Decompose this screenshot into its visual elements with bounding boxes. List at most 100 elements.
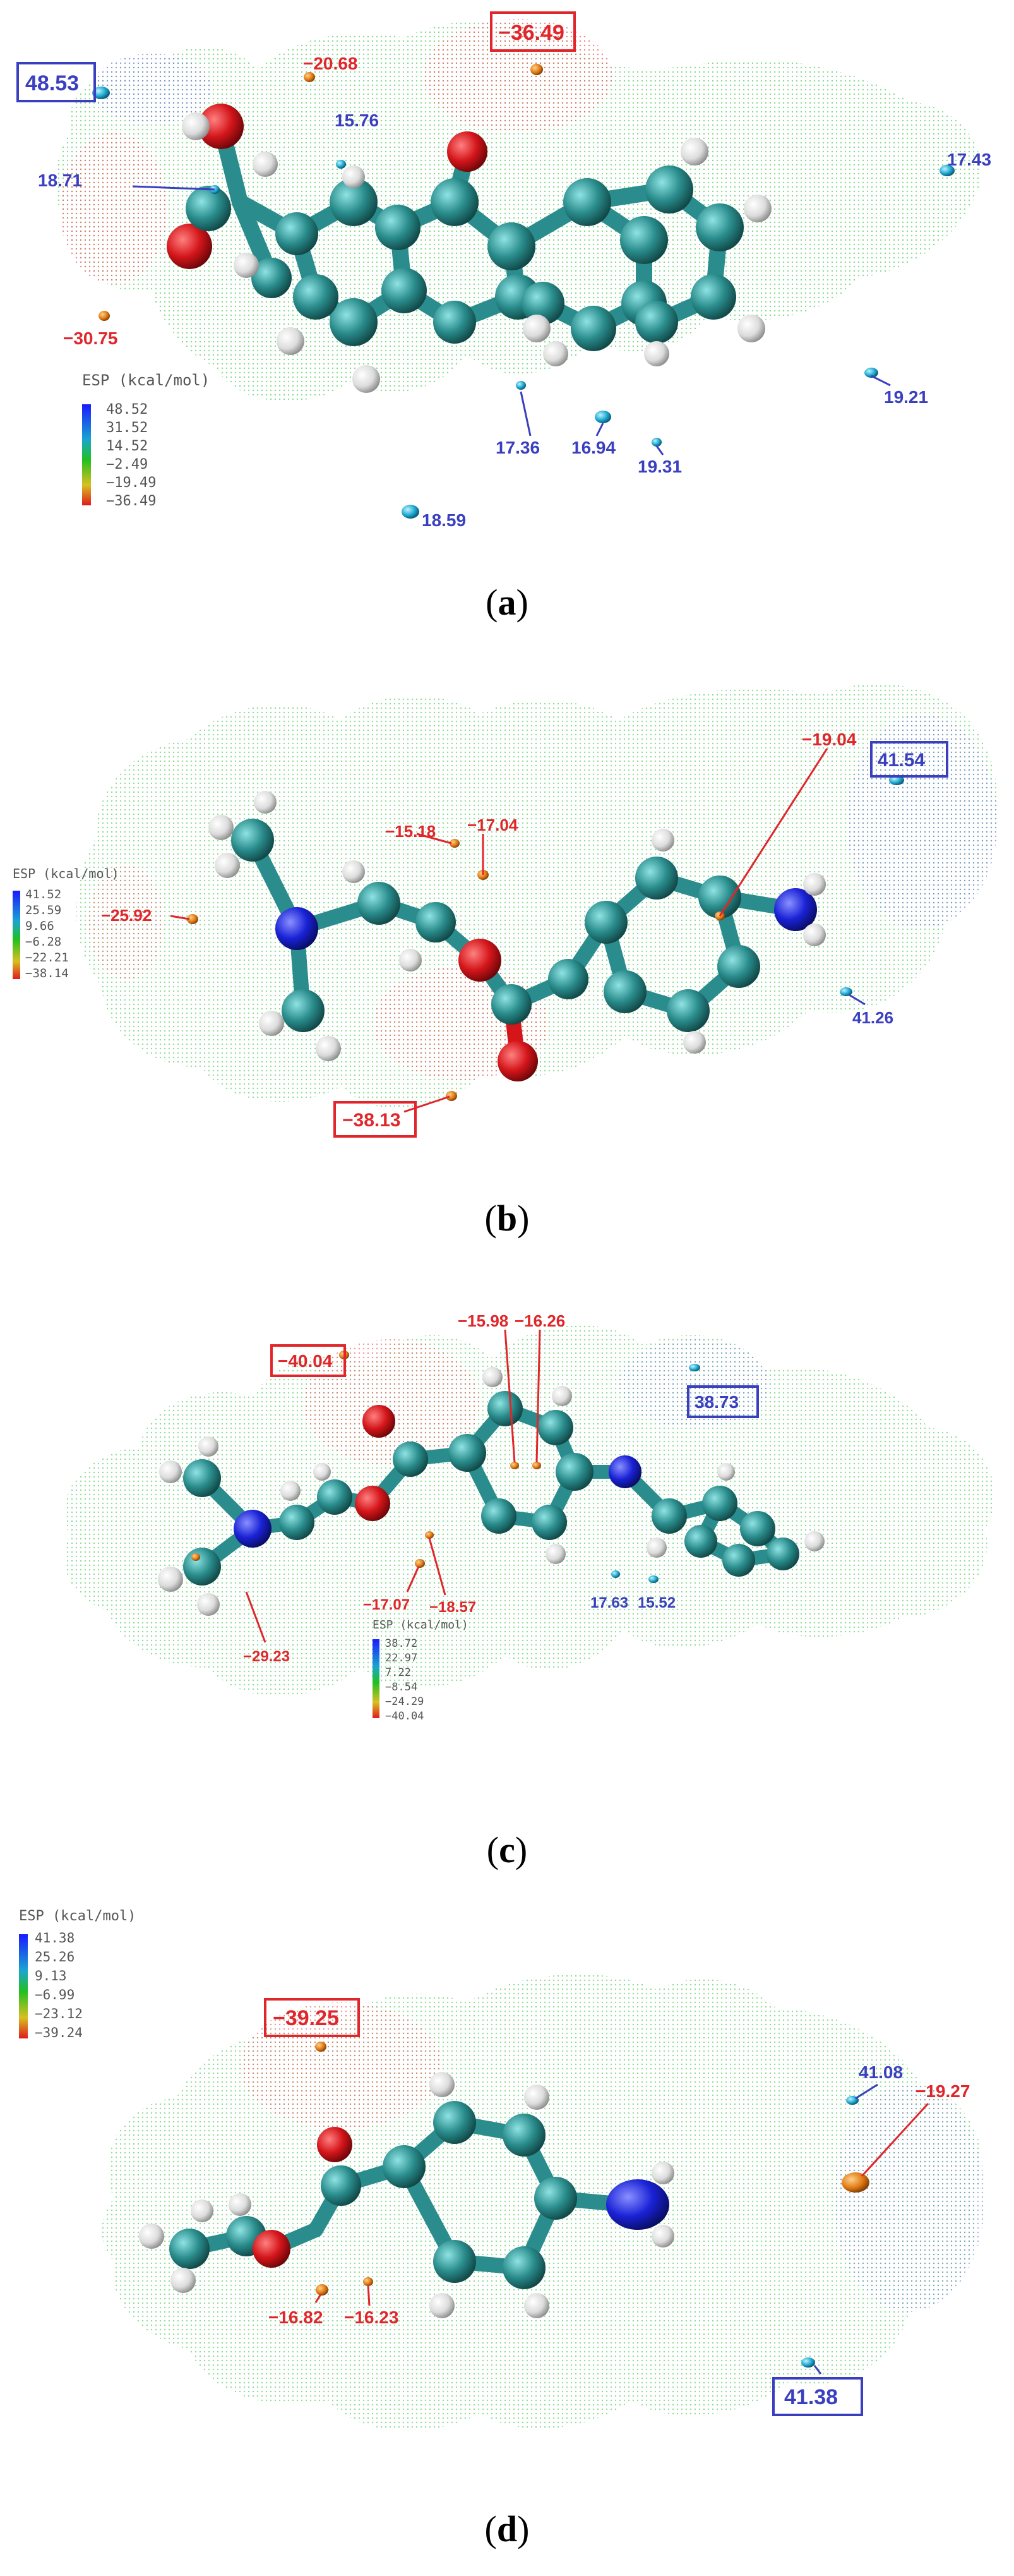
- label-max: 15.76: [335, 111, 379, 130]
- label-min: −38.13: [342, 1110, 401, 1131]
- legend-tick: 25.59: [25, 903, 61, 917]
- panel-b: −19.04 41.54 −15.18 −17.04 −25.92 41.26 …: [0, 632, 1014, 1263]
- extrema-labels: −19.04 41.54 −15.18 −17.04 −25.92 41.26 …: [101, 730, 925, 1131]
- molecule-atoms: [139, 2072, 674, 2318]
- legend-tick: 22.97: [385, 1652, 417, 1664]
- legend-tick: 9.13: [35, 1968, 67, 1983]
- label-min: −16.23: [344, 2308, 398, 2327]
- label-min: −19.27: [916, 2081, 970, 2101]
- molecule-atoms: [167, 104, 772, 393]
- extrema-labels: −15.98 −16.26 −40.04 38.73 −17.07 −18.57…: [243, 1311, 739, 1665]
- legend-tick: −38.14: [25, 966, 69, 980]
- esp-surface-positive: [846, 714, 998, 929]
- molecule-atoms: [208, 791, 826, 1081]
- label-max: 41.38: [784, 2385, 838, 2409]
- esp-legend: ESP (kcal/mol) 48.52 31.52 14.52 −2.49 −…: [82, 371, 210, 509]
- label-min: −17.04: [467, 816, 518, 834]
- esp-surface-negative: [88, 865, 164, 979]
- label-max: 16.94: [571, 438, 616, 457]
- legend-tick: 25.26: [35, 1949, 75, 1965]
- legend-tick: −6.99: [35, 1987, 75, 2002]
- label-max: 15.52: [638, 1594, 676, 1611]
- legend-tick: −39.24: [35, 2025, 83, 2040]
- leader-lines: [813, 2083, 878, 2374]
- extrema-points: [191, 1351, 700, 1583]
- panel-label: (d): [484, 2508, 530, 2549]
- legend-tick: −40.04: [385, 1710, 424, 1723]
- boxed-label-frame: [333, 1101, 417, 1138]
- legend-tick: 41.52: [25, 888, 61, 901]
- legend-tick: −36.49: [106, 493, 156, 509]
- esp-surface: [64, 1325, 995, 1696]
- extrema-labels: −39.25 41.08 −19.27 −16.82 −16.23 41.38: [268, 2006, 970, 2409]
- leader-lines: [245, 1329, 541, 1643]
- esp-surface-negative: [423, 19, 612, 133]
- esp-surface-positive: [833, 2085, 985, 2312]
- label-max: 41.08: [859, 2062, 903, 2082]
- extrema-points: [92, 64, 955, 519]
- label-min: −16.82: [268, 2308, 323, 2327]
- legend-tick: 9.66: [25, 919, 54, 933]
- leader-lines: [849, 994, 866, 1006]
- legend-title: ESP (kcal/mol): [13, 866, 119, 881]
- panel-label: (a): [486, 582, 528, 623]
- label-min: −17.07: [363, 1596, 410, 1613]
- label-max: 41.26: [852, 1008, 893, 1027]
- leader-lines: [314, 2102, 929, 2306]
- label-min: −18.57: [429, 1599, 476, 1616]
- panel-c: −15.98 −16.26 −40.04 38.73 −17.07 −18.57…: [0, 1263, 1014, 1895]
- label-min: −15.98: [458, 1311, 508, 1330]
- legend-tick: −6.28: [25, 935, 61, 949]
- label-min: −15.18: [385, 822, 436, 841]
- extrema-points: [315, 2042, 869, 2368]
- panel-a: 48.53 −36.49 −20.68 15.76 18.71 17.43 −3…: [0, 0, 1014, 632]
- legend-title: ESP (kcal/mol): [19, 1908, 136, 1924]
- label-max: 17.36: [496, 438, 540, 457]
- legend-tick: 38.72: [385, 1637, 417, 1650]
- leader-lines: [132, 185, 891, 455]
- esp-map-b: −19.04 41.54 −15.18 −17.04 −25.92 41.26 …: [13, 683, 998, 1138]
- boxed-label-frame: [16, 62, 96, 102]
- label-max: 48.53: [25, 71, 79, 95]
- legend-colorbar: [373, 1639, 379, 1718]
- legend-tick: 48.52: [106, 402, 148, 418]
- extrema-labels: 48.53 −36.49 −20.68 15.76 18.71 17.43 −3…: [25, 21, 991, 530]
- label-max: 17.63: [590, 1594, 628, 1611]
- legend-tick: −23.12: [35, 2006, 83, 2021]
- label-min: −20.68: [303, 54, 357, 73]
- label-min: −40.04: [278, 1351, 333, 1371]
- legend-colorbar: [13, 891, 20, 979]
- legend-tick: 14.52: [106, 438, 148, 454]
- legend-tick: −22.21: [25, 951, 69, 965]
- panel-label: (b): [484, 1198, 530, 1239]
- legend-tick: −2.49: [106, 457, 148, 472]
- boxed-label-frame: [270, 1344, 346, 1377]
- boxed-label-frame: [870, 741, 948, 778]
- label-min: −39.25: [273, 2006, 339, 2030]
- label-max: 38.73: [695, 1392, 739, 1412]
- esp-surface-negative: [240, 2002, 442, 2129]
- legend-title: ESP (kcal/mol): [82, 371, 210, 389]
- label-max: 17.43: [947, 150, 991, 169]
- legend-tick: 7.22: [385, 1666, 411, 1679]
- label-max: 19.31: [638, 457, 682, 476]
- label-min: −16.26: [515, 1311, 565, 1330]
- legend-colorbar: [19, 1934, 28, 2038]
- boxed-label-frame: [490, 11, 576, 52]
- panel-label: (c): [486, 1829, 528, 1870]
- panel-d: −39.25 41.08 −19.27 −16.82 −16.23 41.38 …: [0, 1895, 1014, 2576]
- boxed-label-frame: [687, 1385, 759, 1418]
- legend-tick: −8.54: [385, 1681, 417, 1694]
- esp-legend: ESP (kcal/mol) 41.38 25.26 9.13 −6.99 −2…: [19, 1908, 136, 2040]
- legend-tick: 31.52: [106, 420, 148, 436]
- label-min: −30.75: [63, 328, 117, 348]
- molecule-atoms: [158, 1367, 825, 1616]
- esp-surface: [55, 20, 981, 402]
- esp-map-a: 48.53 −36.49 −20.68 15.76 18.71 17.43 −3…: [16, 11, 991, 530]
- esp-legend: ESP (kcal/mol) 38.72 22.97 7.22 −8.54 −2…: [373, 1618, 468, 1723]
- legend-title: ESP (kcal/mol): [373, 1618, 468, 1632]
- label-min: −25.92: [101, 906, 152, 925]
- esp-legend: ESP (kcal/mol) 41.52 25.59 9.66 −6.28 −2…: [13, 866, 119, 980]
- legend-tick: −19.49: [106, 475, 156, 491]
- label-max: 18.71: [38, 171, 82, 190]
